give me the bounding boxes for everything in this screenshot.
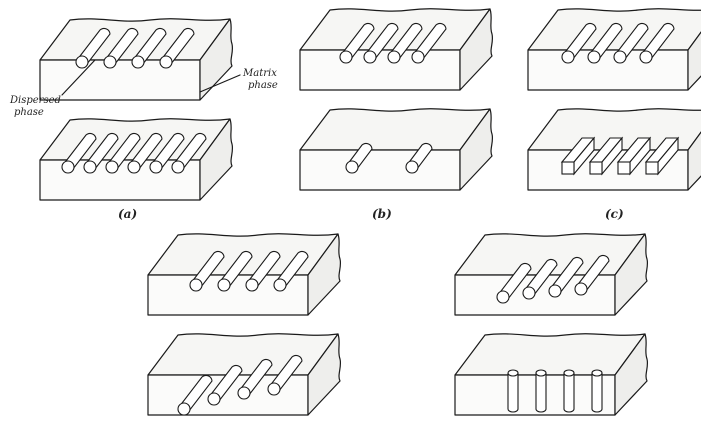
panel-a-lower-slab <box>40 119 232 200</box>
dispersed-phase-label-line2: phase <box>14 107 44 118</box>
dispersed-phase-label-line1: Dispersed <box>9 95 61 106</box>
panel-a-label: (a) <box>118 207 137 221</box>
panel-c-upper-slab <box>528 9 701 90</box>
panel-b-lower-slab <box>300 109 492 190</box>
panel-e <box>455 234 647 415</box>
panel-d-lower-slab <box>148 334 340 415</box>
matrix-phase-label-line1: Matrix <box>242 68 277 79</box>
panel-a: Matrix phase Dispersed phase (a) <box>9 19 278 221</box>
panel-c-lower-slab <box>528 109 701 190</box>
panel-b: (b) <box>300 9 492 221</box>
panel-d-upper-slab <box>148 234 340 315</box>
panel-c: (c) <box>528 9 701 221</box>
panel-b-upper-slab <box>300 9 492 90</box>
panel-e-lower-slab <box>455 334 647 415</box>
panel-d <box>148 234 340 415</box>
panel-b-label: (b) <box>372 207 392 221</box>
panel-e-upper-slab <box>455 234 647 315</box>
matrix-phase-label-line2: phase <box>248 80 278 91</box>
panel-c-label: (c) <box>605 207 624 221</box>
